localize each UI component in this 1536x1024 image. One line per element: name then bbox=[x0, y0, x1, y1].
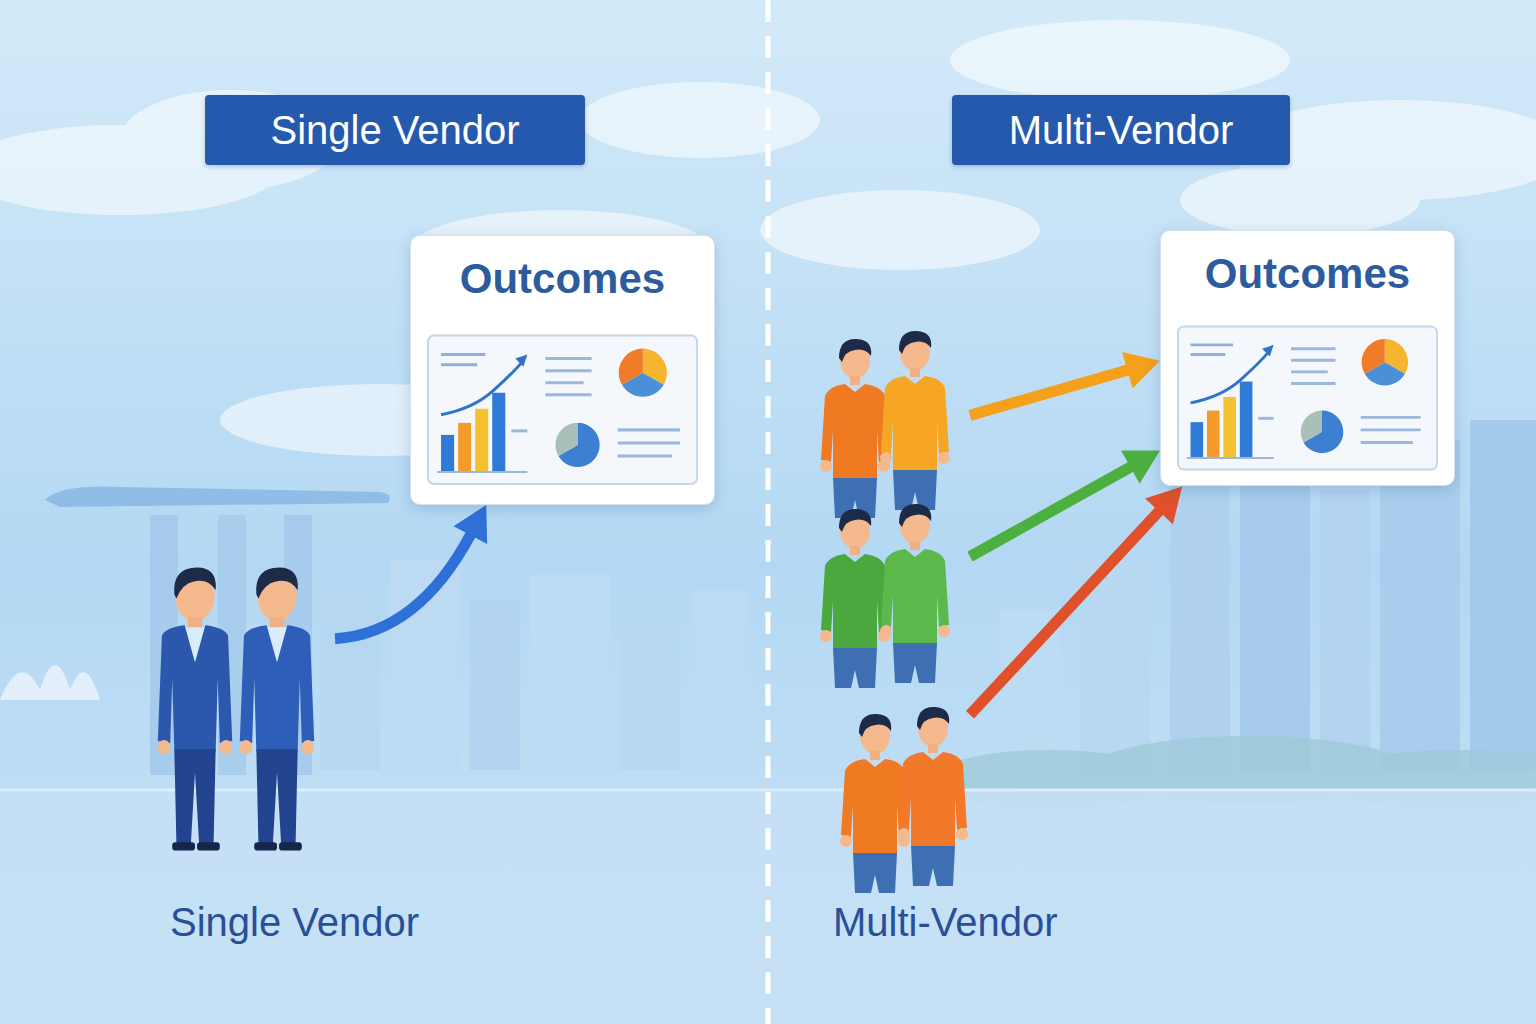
dashboard-chart bbox=[545, 382, 583, 385]
arrow-line bbox=[335, 533, 471, 638]
dashboard-chart bbox=[441, 353, 485, 356]
dashboard-chart bbox=[511, 430, 527, 433]
clouds bbox=[580, 82, 820, 158]
dashboard-chart bbox=[1262, 345, 1274, 357]
dashboard-chart bbox=[618, 455, 672, 458]
dashboard-chart bbox=[441, 435, 454, 471]
arrow-line bbox=[970, 370, 1129, 416]
title-badge: Single Vendor bbox=[205, 95, 585, 165]
vendor-group: Single Vendor bbox=[145, 555, 335, 865]
arrow-line bbox=[970, 466, 1132, 557]
left-skyline bbox=[620, 610, 680, 770]
dashboard-chart bbox=[428, 336, 697, 485]
dashboard-chart bbox=[545, 358, 591, 361]
arrow-head bbox=[1122, 352, 1160, 389]
dashboard-chart bbox=[515, 355, 527, 367]
left-skyline bbox=[0, 487, 750, 775]
dashboard-chart bbox=[1223, 397, 1236, 457]
dashboard-chart bbox=[1291, 382, 1335, 385]
dashboard-chart bbox=[1258, 417, 1273, 420]
dashboard-chart bbox=[555, 423, 577, 456]
dashboard-chart bbox=[545, 370, 591, 373]
multi-vendor-people bbox=[820, 509, 890, 688]
right-skyline bbox=[1380, 440, 1460, 770]
left-skyline bbox=[45, 487, 390, 507]
left-skyline bbox=[320, 590, 380, 770]
multi-vendor-people bbox=[820, 339, 890, 518]
card-heading: Outcomes bbox=[1161, 231, 1454, 299]
dashboard-chart bbox=[427, 330, 698, 490]
clouds bbox=[760, 190, 1040, 270]
dashboard-chart bbox=[475, 409, 488, 471]
multi-vendor-people bbox=[820, 331, 968, 893]
group-label: Single Vendor bbox=[170, 898, 419, 946]
arrow-head bbox=[1121, 450, 1160, 483]
card-heading: Outcomes bbox=[411, 236, 714, 304]
divider-line bbox=[766, 0, 771, 1024]
connector-arrow bbox=[970, 486, 1182, 714]
title-badge: Multi-Vendor bbox=[952, 95, 1290, 165]
right-skyline bbox=[1170, 470, 1230, 770]
multi-vendor-people bbox=[880, 504, 950, 683]
dashboard-chart bbox=[618, 429, 680, 432]
outcomes-card: Outcomes bbox=[1160, 230, 1455, 486]
left-skyline bbox=[0, 665, 100, 700]
title-text: Single Vendor bbox=[270, 106, 519, 154]
title-text: Multi-Vendor bbox=[1009, 106, 1234, 154]
dashboard-chart bbox=[1291, 348, 1335, 351]
dashboard-chart bbox=[618, 442, 680, 445]
dashboard-chart bbox=[1361, 441, 1413, 444]
multi-vendor-people bbox=[840, 714, 910, 893]
connector-arrow bbox=[970, 352, 1160, 416]
arrow-head bbox=[1145, 486, 1182, 524]
dashboard-chart bbox=[1207, 411, 1220, 457]
multi-vendor-people bbox=[880, 331, 950, 510]
outcomes-card: Outcomes bbox=[410, 235, 715, 505]
right-skyline bbox=[1320, 490, 1370, 770]
right-skyline bbox=[1470, 420, 1536, 770]
single-vendor-people bbox=[158, 567, 314, 850]
dashboard-chart bbox=[458, 423, 471, 471]
dashboard-chart bbox=[1291, 359, 1335, 362]
dashboard-chart bbox=[1301, 411, 1322, 443]
clouds bbox=[950, 20, 1290, 100]
dashboard-chart bbox=[619, 349, 643, 385]
dashboard-chart bbox=[545, 394, 591, 397]
dashboard-chart bbox=[1191, 344, 1234, 347]
horizon bbox=[0, 789, 1536, 792]
group-label: Multi-Vendor bbox=[833, 898, 1058, 946]
vendor-group: Multi-Vendor bbox=[815, 325, 970, 890]
left-skyline bbox=[690, 590, 750, 770]
left-skyline bbox=[530, 575, 610, 770]
single-vendor-people bbox=[240, 567, 314, 850]
dashboard-chart bbox=[1191, 351, 1270, 403]
dashboard-chart bbox=[1187, 457, 1274, 459]
dashboard-chart bbox=[1177, 325, 1438, 471]
dashboard-chart bbox=[1240, 382, 1253, 457]
left-skyline bbox=[470, 600, 520, 770]
dashboard-chart bbox=[1291, 371, 1328, 374]
arrow-head bbox=[454, 505, 488, 544]
dashboard-chart bbox=[441, 361, 523, 415]
dashboard-chart bbox=[1178, 327, 1437, 470]
multi-vendor-people bbox=[898, 707, 968, 886]
dashboard-chart bbox=[1361, 429, 1421, 432]
connector-arrow bbox=[335, 505, 487, 639]
single-vendor-people bbox=[158, 567, 232, 850]
dashboard-chart bbox=[1191, 353, 1226, 356]
dashboard-chart bbox=[492, 393, 505, 471]
dashboard-chart bbox=[1362, 339, 1385, 374]
dashboard-chart bbox=[1361, 416, 1421, 419]
arrow-line bbox=[970, 510, 1160, 715]
dashboard-chart bbox=[441, 364, 477, 367]
clouds bbox=[1180, 164, 1420, 236]
dashboard-chart bbox=[437, 471, 527, 473]
dashboard-chart bbox=[1191, 423, 1204, 458]
